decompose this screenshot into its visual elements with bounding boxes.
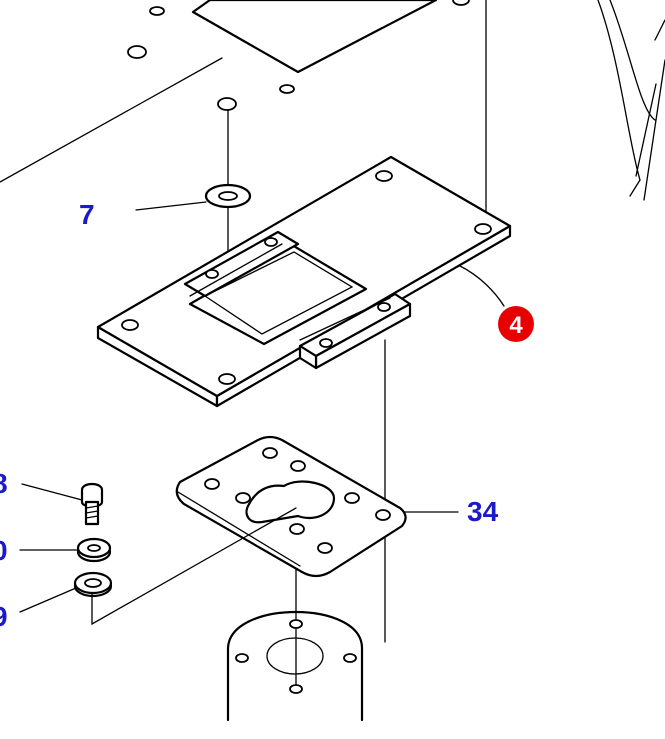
callout-part-4: 4 [498, 306, 534, 342]
label-part-7: 7 [79, 199, 95, 230]
lock-washer-part-10 [19, 537, 112, 563]
housing-frame [0, 0, 665, 201]
label-part-8: 8 [0, 468, 8, 499]
label-part-34: 34 [467, 496, 499, 527]
bolt-part-8 [21, 482, 104, 526]
mounting-plate-part-4 [96, 155, 512, 408]
shaft-housing [226, 610, 364, 722]
label-part-4: 4 [509, 312, 523, 339]
label-part-10: 0 [0, 535, 8, 566]
flange-plate-part-34 [175, 435, 459, 578]
label-part-9: 9 [0, 601, 8, 632]
flat-washer-part-9 [19, 507, 297, 626]
washer-part-7 [135, 183, 252, 211]
